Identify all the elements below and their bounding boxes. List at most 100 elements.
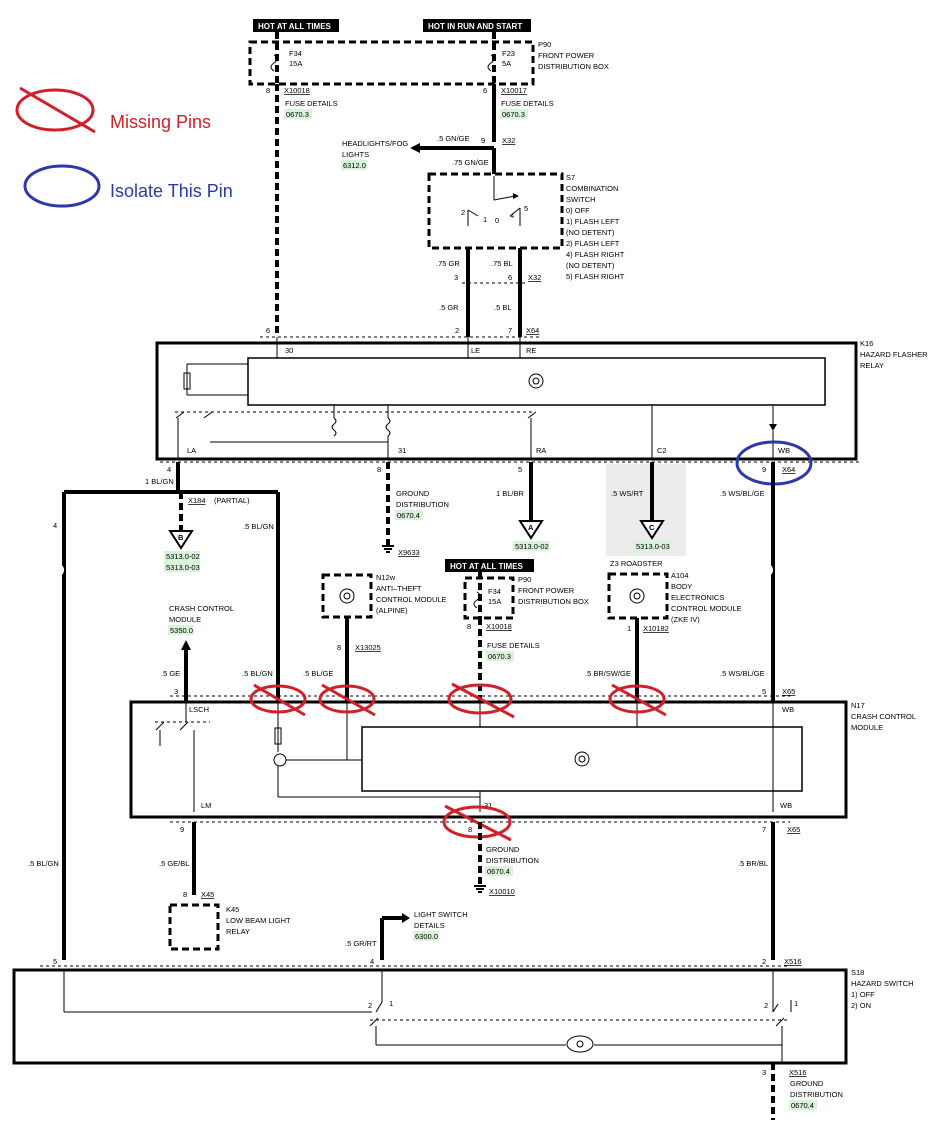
a104-module (607, 572, 669, 620)
banner-hot-always-2: HOT AT ALL TIMES (450, 562, 524, 571)
conn-x184: X184 (188, 496, 206, 505)
s7-pos-4: 4 (510, 211, 514, 220)
a104-module-icon (633, 592, 641, 600)
s7-opt-2: (NO DETENT) (566, 228, 615, 237)
banner-hot-run-bg (423, 19, 531, 32)
s7-opt-3: 2) FLASH LEFT (566, 239, 620, 248)
wire-05-bl-gn-left: .5 BL/GN (28, 859, 59, 868)
n17-desc2: MODULE (851, 723, 883, 732)
ref-5313-02-b: 5313.0-02 (166, 552, 200, 561)
ground-icon (382, 545, 394, 553)
k45-name: K45 (226, 905, 239, 914)
ref-6312: 6312.0 (343, 161, 366, 170)
module-icon (532, 377, 540, 385)
k16-pin-6: 6 (266, 326, 270, 335)
n12w-module (321, 573, 373, 619)
s18-conn-x516: X516 (784, 957, 802, 966)
ref-0670-4-b: 0670.4 (487, 867, 510, 876)
ground-dist-3: GROUND (486, 845, 520, 854)
wire-05-bl-gn: .5 BL/GN (243, 522, 274, 531)
conn-x32: X32 (502, 136, 515, 145)
wire-05-ws-bl-ge: .5 WS/BL/GE (720, 489, 765, 498)
p90-mid-fusebox (463, 572, 515, 620)
arrow-right-icon (402, 913, 410, 923)
n17-lsch: LSCH (189, 705, 209, 714)
hazard-lamp-icon (576, 1040, 584, 1048)
crash-ctrl-label2: MODULE (169, 615, 201, 624)
ref-0670-3-right: 0670.3 (502, 110, 525, 119)
ground-dist-1: GROUND (396, 489, 430, 498)
light-switch-label2: DETAILS (414, 921, 445, 930)
p90-name: P90 (538, 40, 551, 49)
wire-05-ws-rt: .5 WS/RT (611, 489, 644, 498)
s18-switch-box (12, 968, 848, 1065)
s7-pos-2: 2 (461, 208, 465, 217)
s18-sw-r-2: 2 (764, 1001, 768, 1010)
pin-6-right: 6 (483, 86, 487, 95)
missing-pin-p90 (447, 683, 513, 715)
marker-a-icon (518, 520, 544, 540)
headlights-label: HEADLIGHTS/FOG (342, 139, 408, 148)
conn-x10017: X10017 (501, 86, 527, 95)
ref-5313-03-b: 5313.0-03 (166, 563, 200, 572)
p90-mid-desc1: FRONT POWER (518, 586, 575, 595)
k16-conn-x64-bottom: X64 (782, 465, 795, 474)
pin-4-left: 4 (53, 521, 57, 530)
ground-icon-2 (474, 885, 486, 893)
ground-dist-5: GROUND (790, 1079, 824, 1088)
k16-desc1: HAZARD FLASHER (860, 350, 928, 359)
k16-pin-4: 4 (167, 465, 171, 474)
missing-pins-slash (19, 86, 96, 134)
k16-conn-x64: X64 (526, 326, 539, 335)
fuse-f23-icon (487, 54, 495, 72)
p90-mid-name: P90 (518, 575, 531, 584)
a104-desc-1: BODY (671, 582, 692, 591)
n12w-name: N12w (376, 573, 396, 582)
k16-name: K16 (860, 339, 873, 348)
banner-hot-always: HOT AT ALL TIMES (258, 22, 332, 31)
n17-desc1: CRASH CONTROL (851, 712, 916, 721)
wire-05-br-sw-ge: .5 BR/SW/GE (585, 669, 631, 678)
n12w-pin-8: 8 (337, 643, 341, 652)
k16-term-31: 31 (398, 446, 406, 455)
legend-missing-pins: Missing Pins (110, 112, 211, 132)
banner-hot-run-start: HOT IN RUN AND START (428, 22, 522, 31)
wire-075-bl: .75 BL (491, 259, 513, 268)
z3-roadster-label: Z3 ROADSTER (610, 559, 663, 568)
fuse-f23-amp: 5A (502, 59, 511, 68)
a104-desc-4: (ZKE IV) (671, 615, 700, 624)
s7-desc1: COMBINATION (566, 184, 618, 193)
p90-mid-desc2: DISTRIBUTION BOX (518, 597, 589, 606)
fuse-f34-label: F34 (289, 49, 302, 58)
k16-pin-5: 5 (518, 465, 522, 474)
ref-0670-3-mid: 0670.3 (488, 652, 511, 661)
s18-pin-5: 5 (53, 957, 57, 966)
n12w-desc-3: (ALPINE) (376, 606, 408, 615)
n17-pin-5: 5 (762, 687, 766, 696)
k16-term-re: RE (526, 346, 536, 355)
conn-x10018-mid: X10018 (486, 622, 512, 631)
wire-05-ge-bl: .5 GE/BL (159, 859, 189, 868)
s7-opt-6: 5) FLASH RIGHT (566, 272, 625, 281)
s18-pin-4: 4 (370, 957, 374, 966)
marker-c-icon (639, 520, 665, 540)
p90-top-fusebox: F34 15A F23 5A P90 FRONT POWER DISTRIBUT… (248, 32, 609, 86)
n17-module-icon (578, 755, 586, 763)
conn-x9633: X9633 (398, 548, 420, 557)
n17-name: N17 (851, 701, 865, 710)
a104-desc-2: ELECTRONICS (671, 593, 724, 602)
fuse-details-right: FUSE DETAILS (501, 99, 554, 108)
isolate-pin-symbol (23, 164, 101, 208)
n17-conn-x65-bottom: X65 (787, 825, 800, 834)
p90-mid-pin-8: 8 (467, 622, 471, 631)
k16-term-ra: RA (536, 446, 546, 455)
k16-pin-9: 9 (762, 465, 766, 474)
wire-05-bl-ge: .5 BL/GE (303, 669, 333, 678)
fuse-f34-mid-icon (473, 591, 481, 609)
partial-label: (PARTIAL) (214, 496, 250, 505)
k16-pin-7: 7 (508, 326, 512, 335)
ref-0670-4-c: 0670.4 (791, 1101, 814, 1110)
missing-pin-bl-ge (318, 684, 376, 714)
conn-x13025: X13025 (355, 643, 381, 652)
marker-b: B (178, 533, 184, 542)
